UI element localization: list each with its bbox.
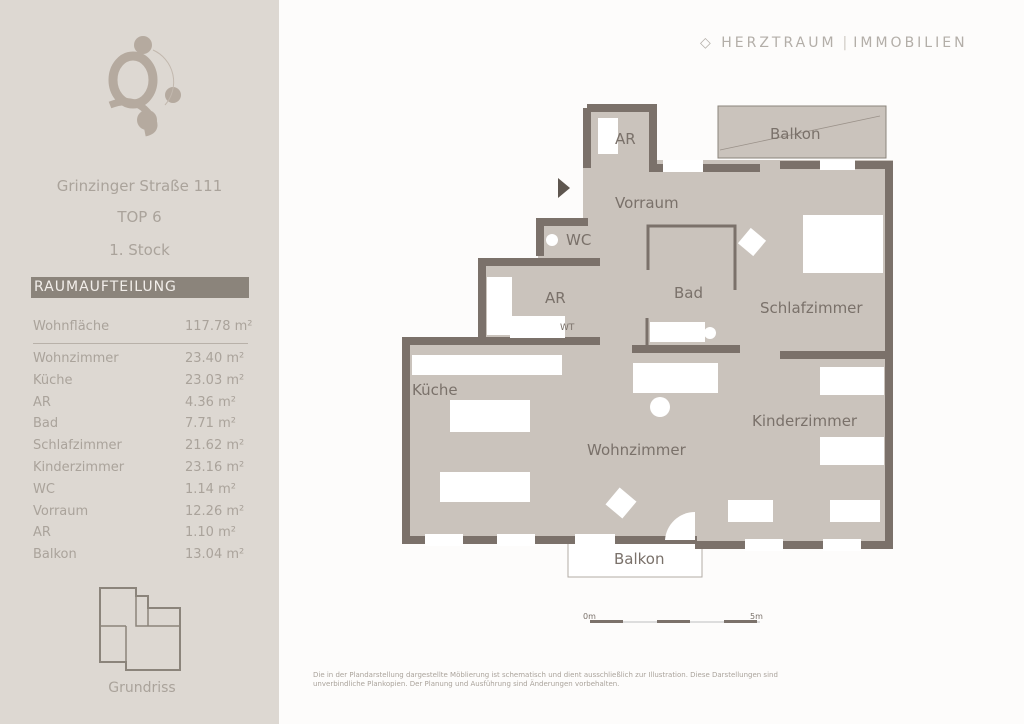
room-area: 13.04 m² [185,547,245,563]
total-area-label: Wohnfläche [33,319,110,334]
room-area: 23.40 m² [185,351,245,366]
brand-suffix: IMMOBILIEN [853,35,968,51]
label-kinderzimmer: Kinderzimmer [752,412,858,430]
grundriss-label: Grundriss [108,680,176,696]
label-ar-top: AR [615,130,636,148]
room-name: Schlafzimmer [33,438,122,454]
room-row: WC 1.14 m² [33,482,263,502]
room-table-title: RAUMAUFTEILUNG [31,277,249,298]
room-name: AR [33,394,51,410]
inner-walls [645,224,737,345]
label-schlafzimmer: Schlafzimmer [760,299,863,317]
room-area: 1.14 m² [185,481,236,497]
room-name: Küche [33,372,73,388]
toilet [546,234,558,246]
room-row: Vorraum 12.26 m² [33,504,263,524]
kitchen-island [450,400,530,432]
label-vorraum: Vorraum [615,194,679,212]
kitchen-counter [412,355,562,375]
project-logo [108,36,181,137]
property-floor: 1. Stock [109,241,170,259]
property-address: Grinzinger Straße 111 [56,177,223,195]
coffee-table [650,397,670,417]
armchair [737,227,767,257]
total-area-value: 117.78 m² [185,319,253,334]
room-row: AR 4.36 m² [33,395,263,415]
room-name: Wohnzimmer [33,351,119,366]
total-area-row: Wohnfläche 117.78 m² [33,319,263,339]
room-name: Balkon [33,547,77,563]
room-row: Kinderzimmer 23.16 m² [33,460,263,480]
label-kueche: Küche [412,381,458,399]
windows [425,118,861,551]
desk-1 [728,500,773,522]
label-balkon-bottom: Balkon [614,550,665,568]
room-row: Wohnzimmer 23.40 m² [33,351,263,371]
room-area: 12.26 m² [185,503,245,519]
room-row: Bad 7.71 m² [33,416,263,436]
bed-2 [820,437,884,465]
room-area: 7.71 m² [185,416,236,432]
brand-name: HERZTRAUM [721,35,837,51]
floor-overview-thumbnail [99,587,181,671]
room-row: Balkon 13.04 m² [33,547,263,567]
brand-separator: | [842,35,848,51]
room-area: 21.62 m² [185,438,245,454]
label-balkon-top: Balkon [770,125,821,143]
divider [33,343,248,344]
bathtub [650,322,705,342]
sofa [633,363,718,393]
room-name: Bad [33,416,59,432]
room-row: Küche 23.03 m² [33,373,263,393]
diamond-heart-icon: ◇ [700,35,714,51]
room-row: AR 1.10 m² [33,525,263,545]
label-bad: Bad [674,284,703,302]
label-wt: WT [560,323,575,333]
room-row: Schlafzimmer 21.62 m² [33,438,263,458]
brand-header: ◇ HERZTRAUM | IMMOBILIEN [700,35,968,51]
room-name: Vorraum [33,503,89,519]
room-name: Kinderzimmer [33,460,125,475]
balkon-top-edge [719,115,881,151]
balkon-bottom-area [567,539,703,578]
furniture [412,215,884,522]
label-wc: WC [566,231,591,249]
room-area: 1.10 m² [185,525,236,541]
room-area: 23.16 m² [185,460,245,475]
room-area: 4.36 m² [185,394,236,410]
scale-end: 5m [750,612,763,621]
label-ar: AR [545,289,566,307]
balkon-top-area [717,105,887,159]
label-wohnzimmer: Wohnzimmer [587,441,687,459]
balcony-door [665,511,695,540]
room-name: AR [33,525,51,541]
property-unit: TOP 6 [117,208,162,226]
dining-table [440,472,530,502]
bed-1 [820,367,884,395]
scale-start: 0m [583,612,596,621]
room-name: WC [33,481,55,497]
room-area: 23.03 m² [185,372,245,388]
sidebar: Grinzinger Straße 111 TOP 6 1. Stock RAU… [0,0,279,724]
disclaimer: Die in der Plandarstellung dargestellte … [313,671,778,688]
desk-2 [830,500,880,522]
double-bed [803,215,883,273]
entrance-arrow-icon [558,178,570,198]
scale-bar: 0m 5m [583,612,763,623]
